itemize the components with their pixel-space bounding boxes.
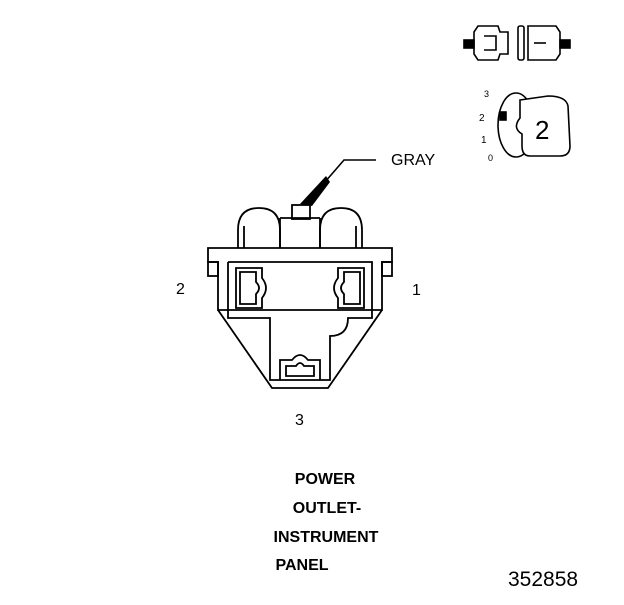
dial-position-3: 3 xyxy=(484,89,489,99)
cavity-wall xyxy=(227,261,373,381)
left-latch-icon xyxy=(237,207,281,248)
connector-face xyxy=(207,204,393,389)
terminal-cavity-2 xyxy=(235,267,267,309)
terminal-2-label: 2 xyxy=(176,281,185,298)
leader-arrowhead-icon xyxy=(300,176,330,206)
dial-position-0: 0 xyxy=(488,153,493,163)
terminal-cavity-3 xyxy=(279,354,321,380)
figure-number: 352858 xyxy=(508,568,579,591)
terminal-cavity-3-inner xyxy=(285,362,315,377)
wire-color-leader xyxy=(300,159,376,206)
left-plug-tab-icon xyxy=(463,39,475,49)
connector-body-outline xyxy=(217,309,383,389)
right-latch-icon xyxy=(319,207,363,248)
title-line-2: OUTLET- xyxy=(292,500,362,517)
terminal-1-label: 1 xyxy=(412,282,421,299)
dial-pointer-icon xyxy=(499,111,507,121)
title-line-4: PANEL xyxy=(275,557,329,574)
terminal-cavity-1-inner xyxy=(340,271,361,305)
title-line-1: POWER xyxy=(294,471,356,488)
seal-ring-icon xyxy=(517,25,525,61)
dial-key-icon xyxy=(515,95,571,157)
position-dial-icon xyxy=(497,92,571,158)
female-half-icon xyxy=(527,25,561,61)
terminal-cavity-1 xyxy=(333,267,365,309)
right-side-tab xyxy=(381,261,393,277)
male-half-icon xyxy=(473,25,509,61)
title-line-3: INSTRUMENT xyxy=(273,529,379,546)
dial-position-1: 1 xyxy=(481,135,487,146)
terminal-cavity-2-inner xyxy=(239,271,260,305)
wire-nub-icon xyxy=(291,204,311,220)
terminal-3-label: 3 xyxy=(295,412,304,429)
right-plug-tab-icon xyxy=(559,39,571,49)
left-side-tab xyxy=(207,261,219,277)
dial-position-2: 2 xyxy=(479,113,485,124)
male-slot-icon xyxy=(484,35,497,51)
dial-selected-position: 2 xyxy=(535,115,549,145)
connector-halves-icon xyxy=(463,25,571,61)
wire-color-label: GRAY xyxy=(391,152,436,169)
